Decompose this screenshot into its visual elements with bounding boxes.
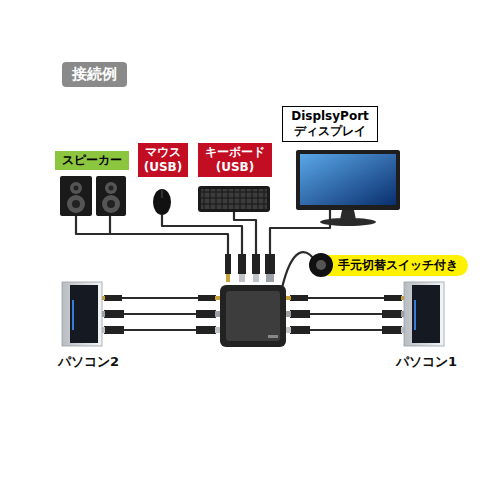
device-label: マウス (USB) xyxy=(138,143,188,177)
feature-badge: 手元切替スイッチ付き xyxy=(318,255,468,276)
device-label: キーボード (USB) xyxy=(198,143,272,177)
label-text: 手元切替スイッチ付き xyxy=(338,258,458,273)
device-label: DisplsyPort ディスプレイ xyxy=(282,106,378,142)
computer-label: パソコン2 xyxy=(58,353,119,371)
label-text: DisplsyPort ディスプレイ xyxy=(287,109,373,139)
label-text: マウス (USB) xyxy=(142,145,184,175)
label-text: キーボード (USB) xyxy=(202,145,268,175)
label-text: スピーカー xyxy=(59,153,125,168)
switch-icon xyxy=(308,252,334,278)
device-label: スピーカー xyxy=(55,151,129,170)
computer-label: パソコン1 xyxy=(396,353,457,371)
section-title: 接続例 xyxy=(62,62,127,87)
